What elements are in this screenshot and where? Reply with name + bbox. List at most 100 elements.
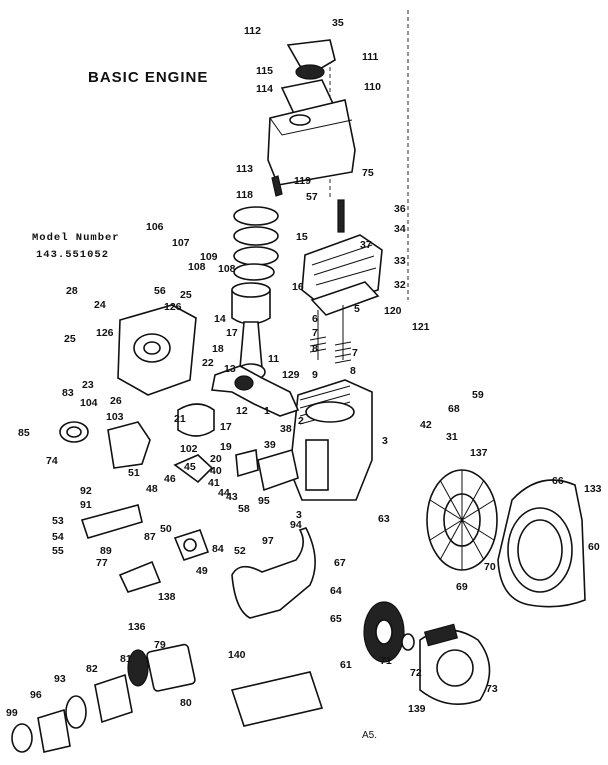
callout-71: 71 xyxy=(380,655,392,667)
callout-6: 6 xyxy=(312,313,318,325)
callout-110: 110 xyxy=(364,81,381,93)
callout-12: 12 xyxy=(236,405,248,417)
callout-9: 9 xyxy=(312,369,318,381)
diagram-title: BASIC ENGINE xyxy=(88,69,208,86)
callout-49: 49 xyxy=(196,565,208,577)
callout-67: 67 xyxy=(334,557,346,569)
callout-83: 83 xyxy=(62,387,74,399)
callout-68: 68 xyxy=(448,403,460,415)
callout-84: 84 xyxy=(212,543,224,555)
callout-120: 120 xyxy=(384,305,402,317)
callout-2: 2 xyxy=(298,415,304,427)
callout-111: 111 xyxy=(362,51,379,63)
callout-108: 108 xyxy=(218,263,236,275)
callout-7: 7 xyxy=(312,327,318,339)
callout-21: 21 xyxy=(174,413,186,425)
instruction-decal xyxy=(230,671,324,727)
callout-58: 58 xyxy=(238,503,250,515)
piston-ring-3 xyxy=(233,246,279,266)
callout-75: 75 xyxy=(362,167,374,179)
callout-108: 108 xyxy=(188,261,206,273)
callout-126: 126 xyxy=(96,327,114,339)
callout-69: 69 xyxy=(456,581,468,593)
callout-36: 36 xyxy=(394,203,406,215)
callout-87: 87 xyxy=(144,531,156,543)
callout-17: 17 xyxy=(220,421,232,433)
drive-pulley xyxy=(177,403,215,437)
callout-99: 99 xyxy=(6,707,18,719)
piston-ring-4 xyxy=(233,263,275,281)
callout-93: 93 xyxy=(54,673,66,685)
callout-92: 92 xyxy=(80,485,92,497)
callout-85: 85 xyxy=(18,427,30,439)
callout-24: 24 xyxy=(94,299,106,311)
callout-64: 64 xyxy=(330,585,342,597)
callout-48: 48 xyxy=(146,483,158,495)
muffler-cap xyxy=(295,64,325,80)
callout-51: 51 xyxy=(128,467,140,479)
air-filter-element xyxy=(146,643,196,692)
callout-94: 94 xyxy=(290,519,302,531)
callout-16: 16 xyxy=(292,281,304,293)
callout-3: 3 xyxy=(296,509,302,521)
filter-housing xyxy=(94,673,133,724)
callout-25: 25 xyxy=(64,333,76,345)
muffler-bracket xyxy=(286,39,336,71)
callout-61: 61 xyxy=(340,659,352,671)
callout-70: 70 xyxy=(484,561,496,573)
muffler-body xyxy=(267,99,356,186)
callout-25: 25 xyxy=(180,289,192,301)
callout-113: 113 xyxy=(236,163,253,175)
callout-96: 96 xyxy=(30,689,42,701)
callout-8: 8 xyxy=(350,365,356,377)
callout-34: 34 xyxy=(394,223,406,235)
callout-102: 102 xyxy=(180,443,198,455)
choke-bracket xyxy=(118,560,162,593)
callout-137: 137 xyxy=(470,447,488,459)
callout-63: 63 xyxy=(378,513,390,525)
callout-15: 15 xyxy=(296,231,308,243)
callout-107: 107 xyxy=(172,237,190,249)
callout-119: 119 xyxy=(294,175,311,187)
callout-55: 55 xyxy=(52,545,64,557)
mounting-plate xyxy=(80,504,143,539)
callout-112: 112 xyxy=(244,25,261,37)
callout-53: 53 xyxy=(52,515,64,527)
callout-65: 65 xyxy=(330,613,342,625)
callout-31: 31 xyxy=(446,431,458,443)
callout-42: 42 xyxy=(420,419,432,431)
parts-artwork xyxy=(11,10,586,753)
piston-ring-1 xyxy=(233,206,279,226)
callout-54: 54 xyxy=(52,531,64,543)
crankshaft xyxy=(211,365,300,417)
callout-20: 20 xyxy=(210,453,222,465)
callout-95: 95 xyxy=(258,495,270,507)
callout-133: 133 xyxy=(584,483,602,495)
callout-14: 14 xyxy=(214,313,226,325)
model-number-label: Model Number xyxy=(32,232,120,244)
callout-22: 22 xyxy=(202,357,214,369)
callout-73: 73 xyxy=(486,683,498,695)
callout-32: 32 xyxy=(394,279,406,291)
callout-97: 97 xyxy=(262,535,274,547)
callout-11: 11 xyxy=(268,353,279,365)
callout-39: 39 xyxy=(264,439,276,451)
callout-28: 28 xyxy=(66,285,78,297)
cylinder-block xyxy=(289,379,373,501)
callout-18: 18 xyxy=(212,343,224,355)
callout-82: 82 xyxy=(86,663,98,675)
filter-cap xyxy=(11,723,33,753)
head-gasket xyxy=(310,281,380,316)
callout-17: 17 xyxy=(226,327,238,339)
callout-38: 38 xyxy=(280,423,292,435)
callout-103: 103 xyxy=(106,411,124,423)
callout-37: 37 xyxy=(360,239,372,251)
callout-43: 43 xyxy=(226,491,238,503)
callout-140: 140 xyxy=(228,649,246,661)
callout-23: 23 xyxy=(82,379,94,391)
callout-74: 74 xyxy=(46,455,58,467)
carburetor xyxy=(257,448,299,492)
callout-7: 7 xyxy=(352,347,358,359)
